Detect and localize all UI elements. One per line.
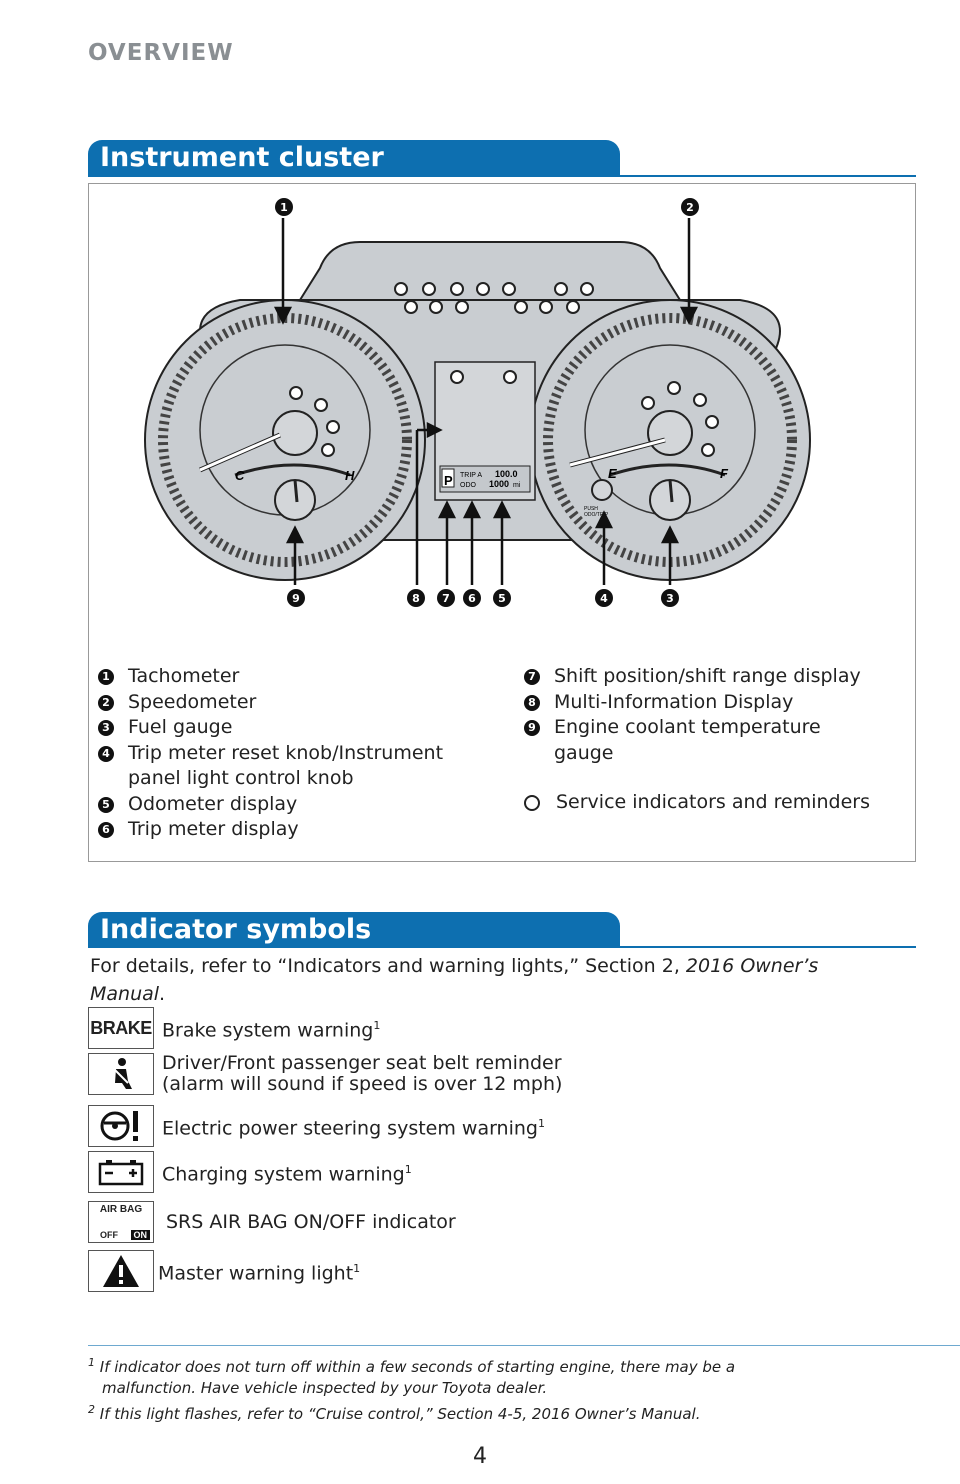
legend-number: 2 bbox=[98, 694, 114, 711]
heading-rule bbox=[88, 946, 916, 948]
brake-icon: BRAKE bbox=[88, 1007, 154, 1049]
legend-text: Shift position/shift range display bbox=[554, 665, 861, 687]
knob-label-push: PUSH bbox=[584, 506, 598, 512]
indicator-intro: For details, refer to “Indicators and wa… bbox=[90, 955, 819, 1005]
legend-text: panel light control knob bbox=[128, 767, 354, 789]
battery-icon bbox=[88, 1151, 154, 1193]
legend-number: 1 bbox=[98, 669, 114, 685]
footnotes: 1 If indicator does not turn off within … bbox=[88, 1352, 928, 1425]
indicator-label: Brake system warning1 bbox=[162, 1018, 381, 1042]
gear-indicator: P bbox=[444, 473, 453, 488]
knob-label-odotrip: ODO/TRIP bbox=[584, 512, 609, 518]
legend-text: Odometer display bbox=[128, 792, 298, 815]
service-indicator-lights bbox=[289, 282, 719, 457]
indicator-row-power-steering: Electric power steering system warning1 bbox=[88, 1105, 545, 1147]
legend-item: panel light control knob bbox=[98, 766, 498, 792]
odo-label: ODO bbox=[460, 482, 477, 489]
instrument-cluster-panel bbox=[88, 183, 916, 862]
heading-rule bbox=[88, 175, 916, 177]
footnote-rule bbox=[88, 1345, 960, 1346]
callout-1: 1 bbox=[275, 198, 293, 216]
legend-text: Fuel gauge bbox=[128, 716, 233, 738]
indicator-row-master-warning: Master warning light1 bbox=[88, 1250, 360, 1292]
legend-number: 7 bbox=[524, 669, 540, 685]
legend-text: Speedometer bbox=[128, 690, 257, 713]
legend-item: 8 Multi-Information Display bbox=[524, 690, 904, 716]
indicator-row-airbag: AIR BAG OFF ON SRS AIR BAG ON/OFF indica… bbox=[88, 1201, 456, 1243]
footnote-2: 2 If this light flashes, refer to “Cruis… bbox=[88, 1403, 701, 1423]
indicator-label: Driver/Front passenger seat belt reminde… bbox=[162, 1052, 563, 1095]
section-header: OVERVIEW bbox=[88, 40, 234, 66]
legend-number: 9 bbox=[524, 720, 540, 736]
footnote-1-cont: malfunction. Have vehicle inspected by y… bbox=[102, 1379, 548, 1397]
indicator-row-brake: BRAKE Brake system warning1 bbox=[88, 1007, 380, 1049]
legend-text: Multi-Information Display bbox=[554, 690, 794, 713]
legend-item: 5 Odometer display bbox=[98, 792, 498, 818]
callout-5: 5 bbox=[493, 589, 511, 607]
page-number: 4 bbox=[473, 1444, 487, 1469]
indicator-label: Charging system warning1 bbox=[162, 1162, 412, 1186]
callout-7: 7 bbox=[437, 589, 455, 607]
legend-item: 6 Trip meter display bbox=[98, 817, 498, 843]
legend-item: 2 Speedometer bbox=[98, 690, 498, 716]
callout-4: 4 bbox=[595, 589, 613, 607]
legend-item: 9 Engine coolant temperature bbox=[524, 715, 904, 741]
callout-9: 9 bbox=[287, 589, 305, 607]
instrument-cluster-diagram: C H E F PUSH ODO/TRIP P TRIP A ODO 100.0… bbox=[144, 218, 811, 585]
callout-2: 2 bbox=[681, 198, 699, 216]
legend-right: 7 Shift position/shift range display 8 Mul… bbox=[524, 664, 904, 816]
odo-unit: mi bbox=[513, 482, 521, 489]
cold-label: C bbox=[235, 468, 245, 483]
legend-item: gauge bbox=[524, 741, 904, 767]
legend-number: 5 bbox=[98, 796, 114, 813]
callout-8: 8 bbox=[407, 589, 425, 607]
legend-item: 1 Tachometer bbox=[98, 664, 498, 690]
legend-number: 3 bbox=[98, 720, 114, 736]
indicator-label: SRS AIR BAG ON/OFF indicator bbox=[166, 1210, 456, 1233]
legend-number: 6 bbox=[98, 822, 114, 838]
indicator-label: Electric power steering system warning1 bbox=[162, 1116, 545, 1140]
airbag-icon: AIR BAG OFF ON bbox=[88, 1201, 154, 1243]
instrument-cluster-heading: Instrument cluster bbox=[88, 140, 620, 176]
legend-number: 8 bbox=[524, 694, 540, 711]
legend-text: Trip meter display bbox=[128, 818, 299, 840]
callout-6: 6 bbox=[463, 589, 481, 607]
legend-text: Service indicators and reminders bbox=[556, 791, 870, 813]
legend-service-item: Service indicators and reminders bbox=[524, 790, 904, 816]
legend-text: Tachometer bbox=[128, 665, 240, 687]
seatbelt-icon bbox=[88, 1053, 154, 1095]
legend-item: 4 Trip meter reset knob/Instrument bbox=[98, 741, 498, 767]
trip-label: TRIP A bbox=[460, 472, 482, 479]
empty-label: E bbox=[608, 466, 617, 481]
hot-label: H bbox=[345, 468, 355, 483]
legend-item: 7 Shift position/shift range display bbox=[524, 664, 904, 690]
power-steering-icon bbox=[88, 1105, 154, 1147]
master-warning-icon bbox=[88, 1250, 154, 1292]
legend-text: Trip meter reset knob/Instrument bbox=[128, 741, 444, 764]
indicator-row-charging: Charging system warning1 bbox=[88, 1151, 412, 1193]
callout-3: 3 bbox=[661, 589, 679, 607]
legend-text: gauge bbox=[554, 741, 614, 764]
service-indicator-symbol bbox=[524, 795, 540, 811]
full-label: F bbox=[720, 466, 729, 481]
trip-value: 100.0 bbox=[495, 469, 518, 479]
indicator-label: Master warning light1 bbox=[158, 1261, 361, 1285]
indicator-row-seatbelt: Driver/Front passenger seat belt reminde… bbox=[88, 1053, 562, 1095]
footnote-1: 1 If indicator does not turn off within … bbox=[88, 1356, 736, 1376]
indicator-symbols-heading: Indicator symbols bbox=[88, 912, 620, 948]
legend-number: 4 bbox=[98, 745, 114, 762]
odo-value: 1000 bbox=[489, 479, 509, 489]
legend-text: Engine coolant temperature bbox=[554, 716, 821, 738]
legend-item: 3 Fuel gauge bbox=[98, 715, 498, 741]
